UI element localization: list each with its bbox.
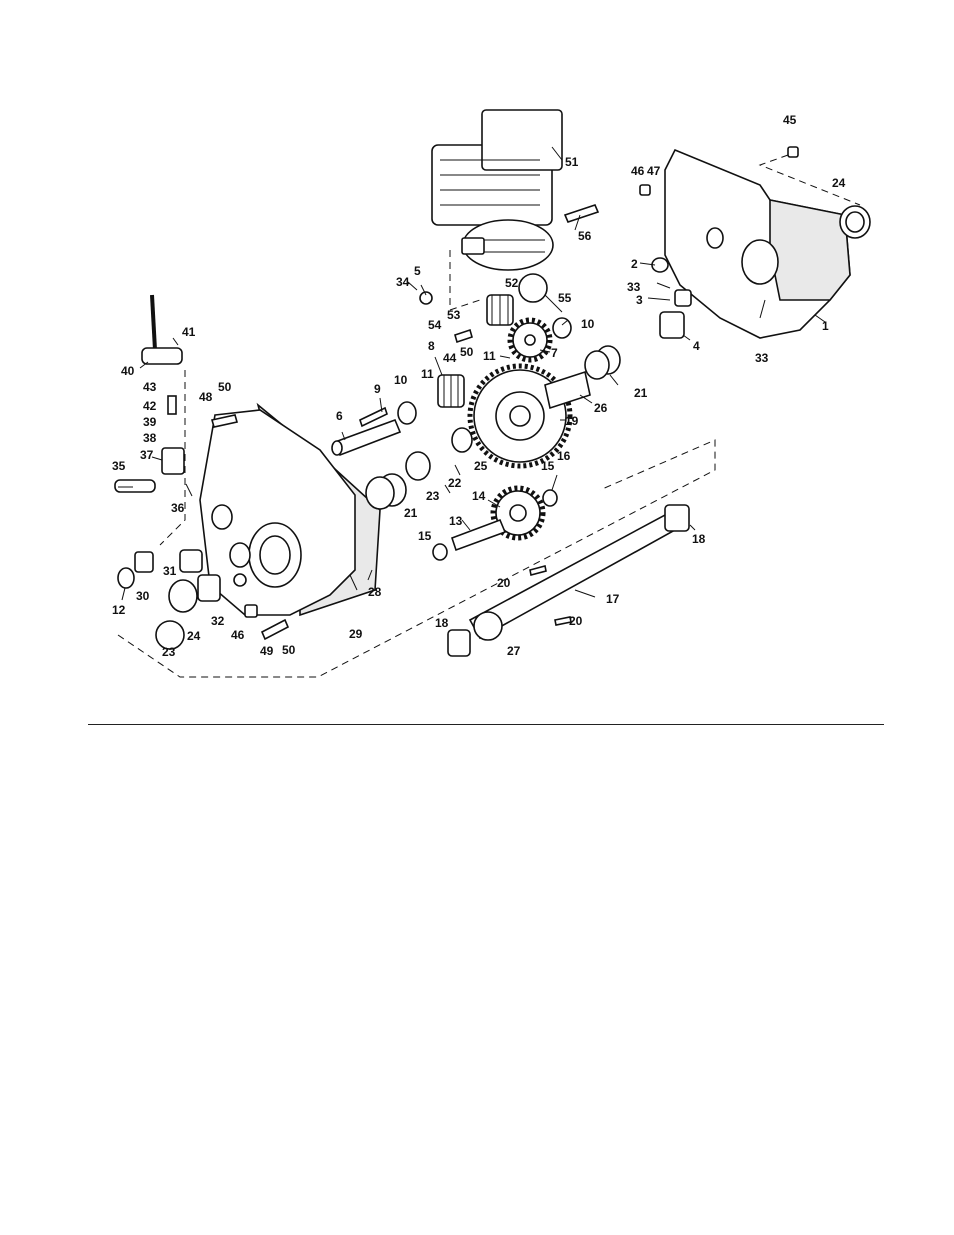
callout-33b: 33 (755, 351, 769, 365)
callout-7: 7 (551, 346, 558, 360)
callout-29: 29 (349, 627, 363, 641)
callout-17: 17 (606, 592, 620, 606)
callout-15a: 15 (418, 529, 432, 543)
callout-43: 43 (143, 380, 157, 394)
callout-52: 52 (505, 276, 519, 290)
callout-14: 14 (472, 489, 486, 503)
callout-18a: 18 (692, 532, 706, 546)
callout-26: 26 (594, 401, 608, 415)
callout-28: 28 (368, 585, 382, 599)
callout-30: 30 (136, 589, 150, 603)
callout-1: 1 (822, 319, 829, 333)
callout-39: 39 (143, 415, 157, 429)
callout-11a: 11 (421, 367, 434, 381)
callout-54: 54 (428, 318, 442, 332)
callout-10b: 10 (581, 317, 595, 331)
callout-23a: 23 (426, 489, 440, 503)
callout-36: 36 (171, 501, 185, 515)
callout-33a: 33 (627, 280, 641, 294)
callout-20a: 20 (497, 576, 511, 590)
gear-7 (510, 320, 550, 360)
callout-46b: 46 (231, 628, 245, 642)
callout-48: 48 (199, 390, 213, 404)
callout-6: 6 (336, 409, 343, 423)
callout-16: 16 (557, 449, 571, 463)
engine-assembly (432, 110, 562, 270)
callout-53: 53 (447, 308, 461, 322)
callout-2: 2 (631, 257, 638, 271)
callout-41: 41 (182, 325, 196, 339)
callout-21a: 21 (634, 386, 648, 400)
callout-8: 8 (428, 339, 435, 353)
callout-20b: 20 (569, 614, 583, 628)
callout-24a: 24 (832, 176, 846, 190)
callout-35: 35 (112, 459, 126, 473)
callout-37: 37 (140, 448, 154, 462)
callout-34: 34 (396, 275, 410, 289)
exploded-parts-diagram: 1 2 3 4 5 6 7 8 9 10 10 11 11 12 13 14 1… (0, 0, 954, 700)
callout-4: 4 (693, 339, 700, 353)
callout-9: 9 (374, 382, 381, 396)
callout-21b: 21 (404, 506, 418, 520)
callout-25: 25 (474, 459, 488, 473)
callout-50c: 50 (282, 643, 296, 657)
callout-56: 56 (578, 229, 592, 243)
callout-40: 40 (121, 364, 135, 378)
callout-24b: 24 (187, 629, 201, 643)
callout-15b: 15 (541, 459, 555, 473)
callout-47: 47 (647, 164, 661, 178)
callout-42: 42 (143, 399, 157, 413)
gear-52 (487, 295, 513, 325)
callout-27: 27 (507, 644, 521, 658)
callout-51: 51 (565, 155, 579, 169)
callout-38: 38 (143, 431, 157, 445)
callout-45: 45 (783, 113, 797, 127)
callout-44: 44 (443, 351, 457, 365)
callout-19: 19 (565, 414, 579, 428)
callout-10a: 10 (394, 373, 408, 387)
callout-22: 22 (448, 476, 462, 490)
callout-31: 31 (163, 564, 177, 578)
callout-23b: 23 (162, 645, 176, 659)
callout-50a: 50 (218, 380, 232, 394)
callout-13: 13 (449, 514, 463, 528)
shaft-6 (332, 420, 400, 455)
callout-5: 5 (414, 264, 421, 278)
right-housing (665, 150, 850, 338)
section-divider (88, 724, 884, 725)
callout-12: 12 (112, 603, 126, 617)
callout-55: 55 (558, 291, 572, 305)
callout-11b: 11 (483, 349, 496, 363)
callout-50b: 50 (460, 345, 474, 359)
gear-8 (438, 375, 464, 407)
callout-3: 3 (636, 293, 643, 307)
callout-46a: 46 (631, 164, 645, 178)
callout-49: 49 (260, 644, 274, 658)
callout-18b: 18 (435, 616, 449, 630)
callout-32: 32 (211, 614, 225, 628)
